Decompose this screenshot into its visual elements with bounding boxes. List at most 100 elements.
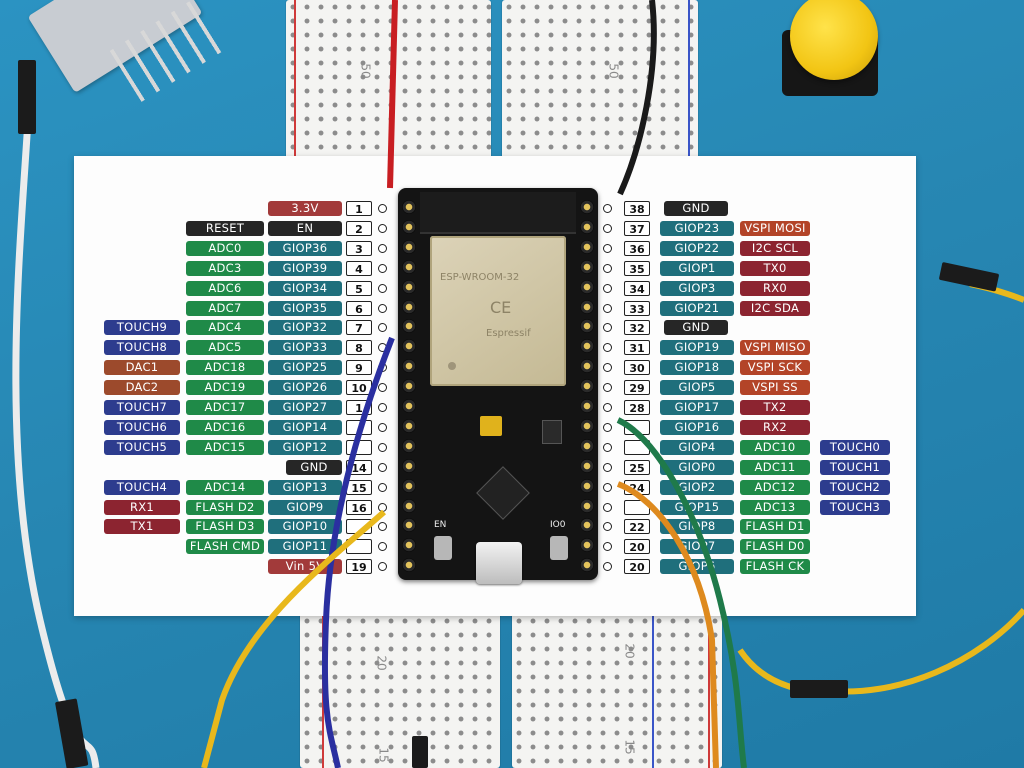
pin-label: DAC1	[104, 360, 180, 376]
pin-label: 3.3V	[268, 201, 342, 216]
header-pin-icon	[402, 418, 416, 433]
header-pin-icon	[603, 363, 612, 373]
header-pin-icon	[580, 558, 594, 573]
pin-label: ADC11	[740, 459, 810, 475]
button-cap-icon	[790, 0, 878, 80]
pin-label: EN	[268, 220, 342, 236]
io0-label: IO0	[550, 520, 566, 530]
pin-label: RESET	[186, 220, 264, 236]
pin-label: GND	[664, 201, 728, 216]
pin-label: ADC10	[740, 439, 810, 455]
header-pin-icon	[580, 538, 594, 553]
pin-number	[346, 539, 372, 555]
header-pin-icon	[378, 223, 387, 233]
pin-label: GIOP39	[268, 260, 342, 276]
pin-number: 4	[346, 260, 372, 276]
header-pin-icon	[402, 438, 416, 453]
header-pin-icon	[402, 538, 416, 553]
header-pin-icon	[402, 518, 416, 533]
pin-label: DAC2	[104, 380, 180, 396]
pin-label: GIOP33	[268, 340, 342, 356]
pin-number: 8	[346, 340, 372, 356]
breadboard-number-top-right: 50	[606, 63, 621, 79]
pin-label: TOUCH0	[820, 439, 890, 455]
pin-label: FLASH D2	[186, 499, 264, 515]
pin-label: GND	[664, 320, 728, 336]
wire-yellow-bottom-stub	[737, 648, 821, 695]
header-pin-icon	[603, 482, 612, 492]
pin-label: GIOP11	[268, 539, 342, 555]
pin-label: ADC19	[186, 380, 264, 396]
header-pin-icon	[580, 319, 594, 334]
header-pin-icon	[378, 462, 387, 472]
breadboard-top-right	[502, 0, 698, 160]
header-pin-icon	[378, 283, 387, 293]
pin-number: 6	[346, 300, 372, 316]
module-marking: CE	[490, 298, 512, 317]
pin-number: 25	[624, 459, 650, 475]
header-pin-icon	[402, 259, 416, 274]
header-pin-icon	[580, 200, 594, 214]
header-pin-icon	[603, 204, 612, 213]
pin-number: 10	[346, 380, 372, 396]
pin-label: ADC4	[186, 320, 264, 336]
pin-label: GIOP15	[660, 499, 734, 515]
pin-label: ADC14	[186, 479, 264, 495]
header-pin-icon	[603, 462, 612, 472]
module-dot	[448, 362, 456, 370]
pin-number: 36	[624, 240, 650, 256]
pin-number: 24	[624, 479, 650, 495]
header-pin-icon	[402, 219, 416, 234]
pin-label: FLASH D0	[740, 539, 810, 555]
pin-label: TOUCH6	[104, 419, 180, 435]
pin-label: TX1	[104, 519, 180, 535]
pin-label: GND	[286, 459, 342, 475]
header-pin-icon	[603, 383, 612, 393]
pin-number: 19	[346, 559, 372, 575]
pin-label: FLASH D1	[740, 519, 810, 535]
breadboard-holes	[300, 600, 500, 768]
en-button[interactable]	[434, 536, 452, 560]
header-pin-icon	[603, 303, 612, 313]
pin-number	[624, 499, 650, 515]
header-pin-icon	[378, 263, 387, 273]
wire-yellow-top-right	[969, 281, 1024, 303]
header-pin-icon	[580, 279, 594, 294]
power-rail-red	[708, 600, 710, 768]
usb-port-icon[interactable]	[476, 542, 522, 584]
pin-label: Vin 5V	[268, 559, 342, 575]
header-pin-icon	[378, 303, 387, 313]
pin-label: ADC6	[186, 280, 264, 296]
breadboard-number-15-right: 15	[622, 739, 637, 755]
esp32-board: ESP-WROOM-32 CE Espressif EN IO0	[398, 188, 598, 584]
pin-label: VSPI MISO	[740, 340, 810, 356]
boot-button[interactable]	[550, 536, 568, 560]
pin-label: ADC7	[186, 300, 264, 316]
header-pin-icon	[402, 379, 416, 394]
pin-number	[624, 439, 650, 455]
pin-label: GIOP18	[660, 360, 734, 376]
header-pin-icon	[603, 263, 612, 273]
header-pin-icon	[580, 458, 594, 473]
pin-label: VSPI SS	[740, 380, 810, 396]
pin-number: 1	[346, 201, 372, 216]
module-marking: ESP-WROOM-32	[440, 272, 520, 283]
pin-label: TOUCH7	[104, 400, 180, 415]
pin-label: GIOP8	[660, 519, 734, 535]
header-pin-icon	[402, 239, 416, 254]
wire-yellow-right	[819, 608, 1024, 695]
power-rail-blue	[652, 600, 654, 768]
pin-number: 28	[624, 400, 650, 415]
breadboard-number-20-right: 20	[622, 643, 637, 659]
pin-label: TOUCH3	[820, 499, 890, 515]
pin-label: GIOP7	[660, 539, 734, 555]
pin-label: GIOP36	[268, 240, 342, 256]
header-pin-icon	[580, 438, 594, 453]
power-rail-blue	[688, 0, 690, 160]
pin-label: ADC0	[186, 240, 264, 256]
header-pin-icon	[580, 498, 594, 513]
header-pin-icon	[378, 323, 387, 333]
pin-number: 20	[624, 559, 650, 575]
pin-label: I2C SCL	[740, 240, 810, 256]
header-pin-icon	[580, 418, 594, 433]
